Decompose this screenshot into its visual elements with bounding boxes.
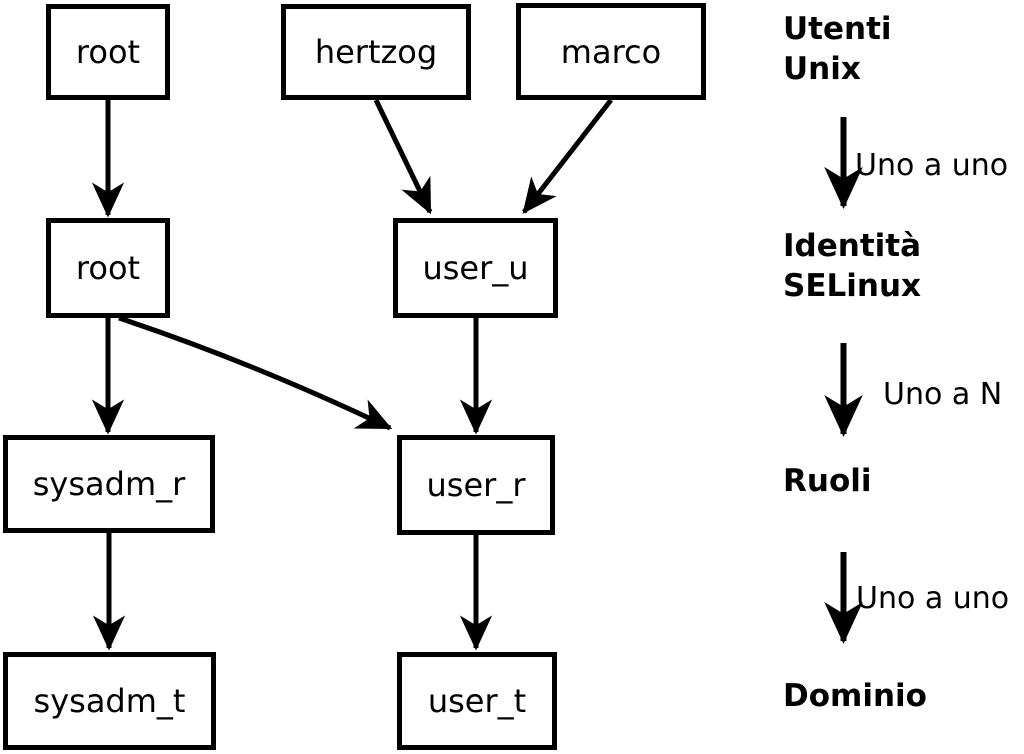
legend-level-utenti-unix: Utenti Unix [783,11,892,87]
node-label: user_r [426,466,526,504]
legend-level-dominio: Dominio [783,678,927,714]
node-domain-user-t: user_t [397,652,557,750]
node-label: sysadm_t [33,682,186,720]
node-selinux-identity-root: root [46,218,170,318]
node-role-sysadm-r: sysadm_r [3,435,215,533]
node-label: user_t [427,682,527,720]
node-label: root [75,33,141,71]
node-label: marco [560,32,662,71]
node-domain-sysadm-t: sysadm_t [3,652,216,750]
legend-level-ruoli: Ruoli [783,463,872,499]
node-unix-user-hertzog: hertzog [281,4,471,100]
edge-selinuxroot-to-user-r [118,315,393,431]
node-label: sysadm_r [32,465,186,503]
node-unix-user-root: root [46,4,170,100]
legend-relation-uno-a-uno-2: Uno a uno [856,581,1010,616]
edge-marco-to-user-u [522,98,613,214]
node-label: hertzog [314,33,438,71]
node-label: root [75,249,141,287]
node-role-user-r: user_r [397,435,555,535]
node-unix-user-marco: marco [516,3,706,100]
node-label: user_u [422,249,529,287]
edge-hertzog-to-user-u [373,98,433,215]
node-selinux-identity-user-u: user_u [393,218,558,318]
legend-relation-uno-a-n: Uno a N [883,377,1003,412]
legend-relation-uno-a-uno-1: Uno a uno [855,148,1009,183]
legend-level-identita-selinux: Identità SELinux [783,228,922,304]
